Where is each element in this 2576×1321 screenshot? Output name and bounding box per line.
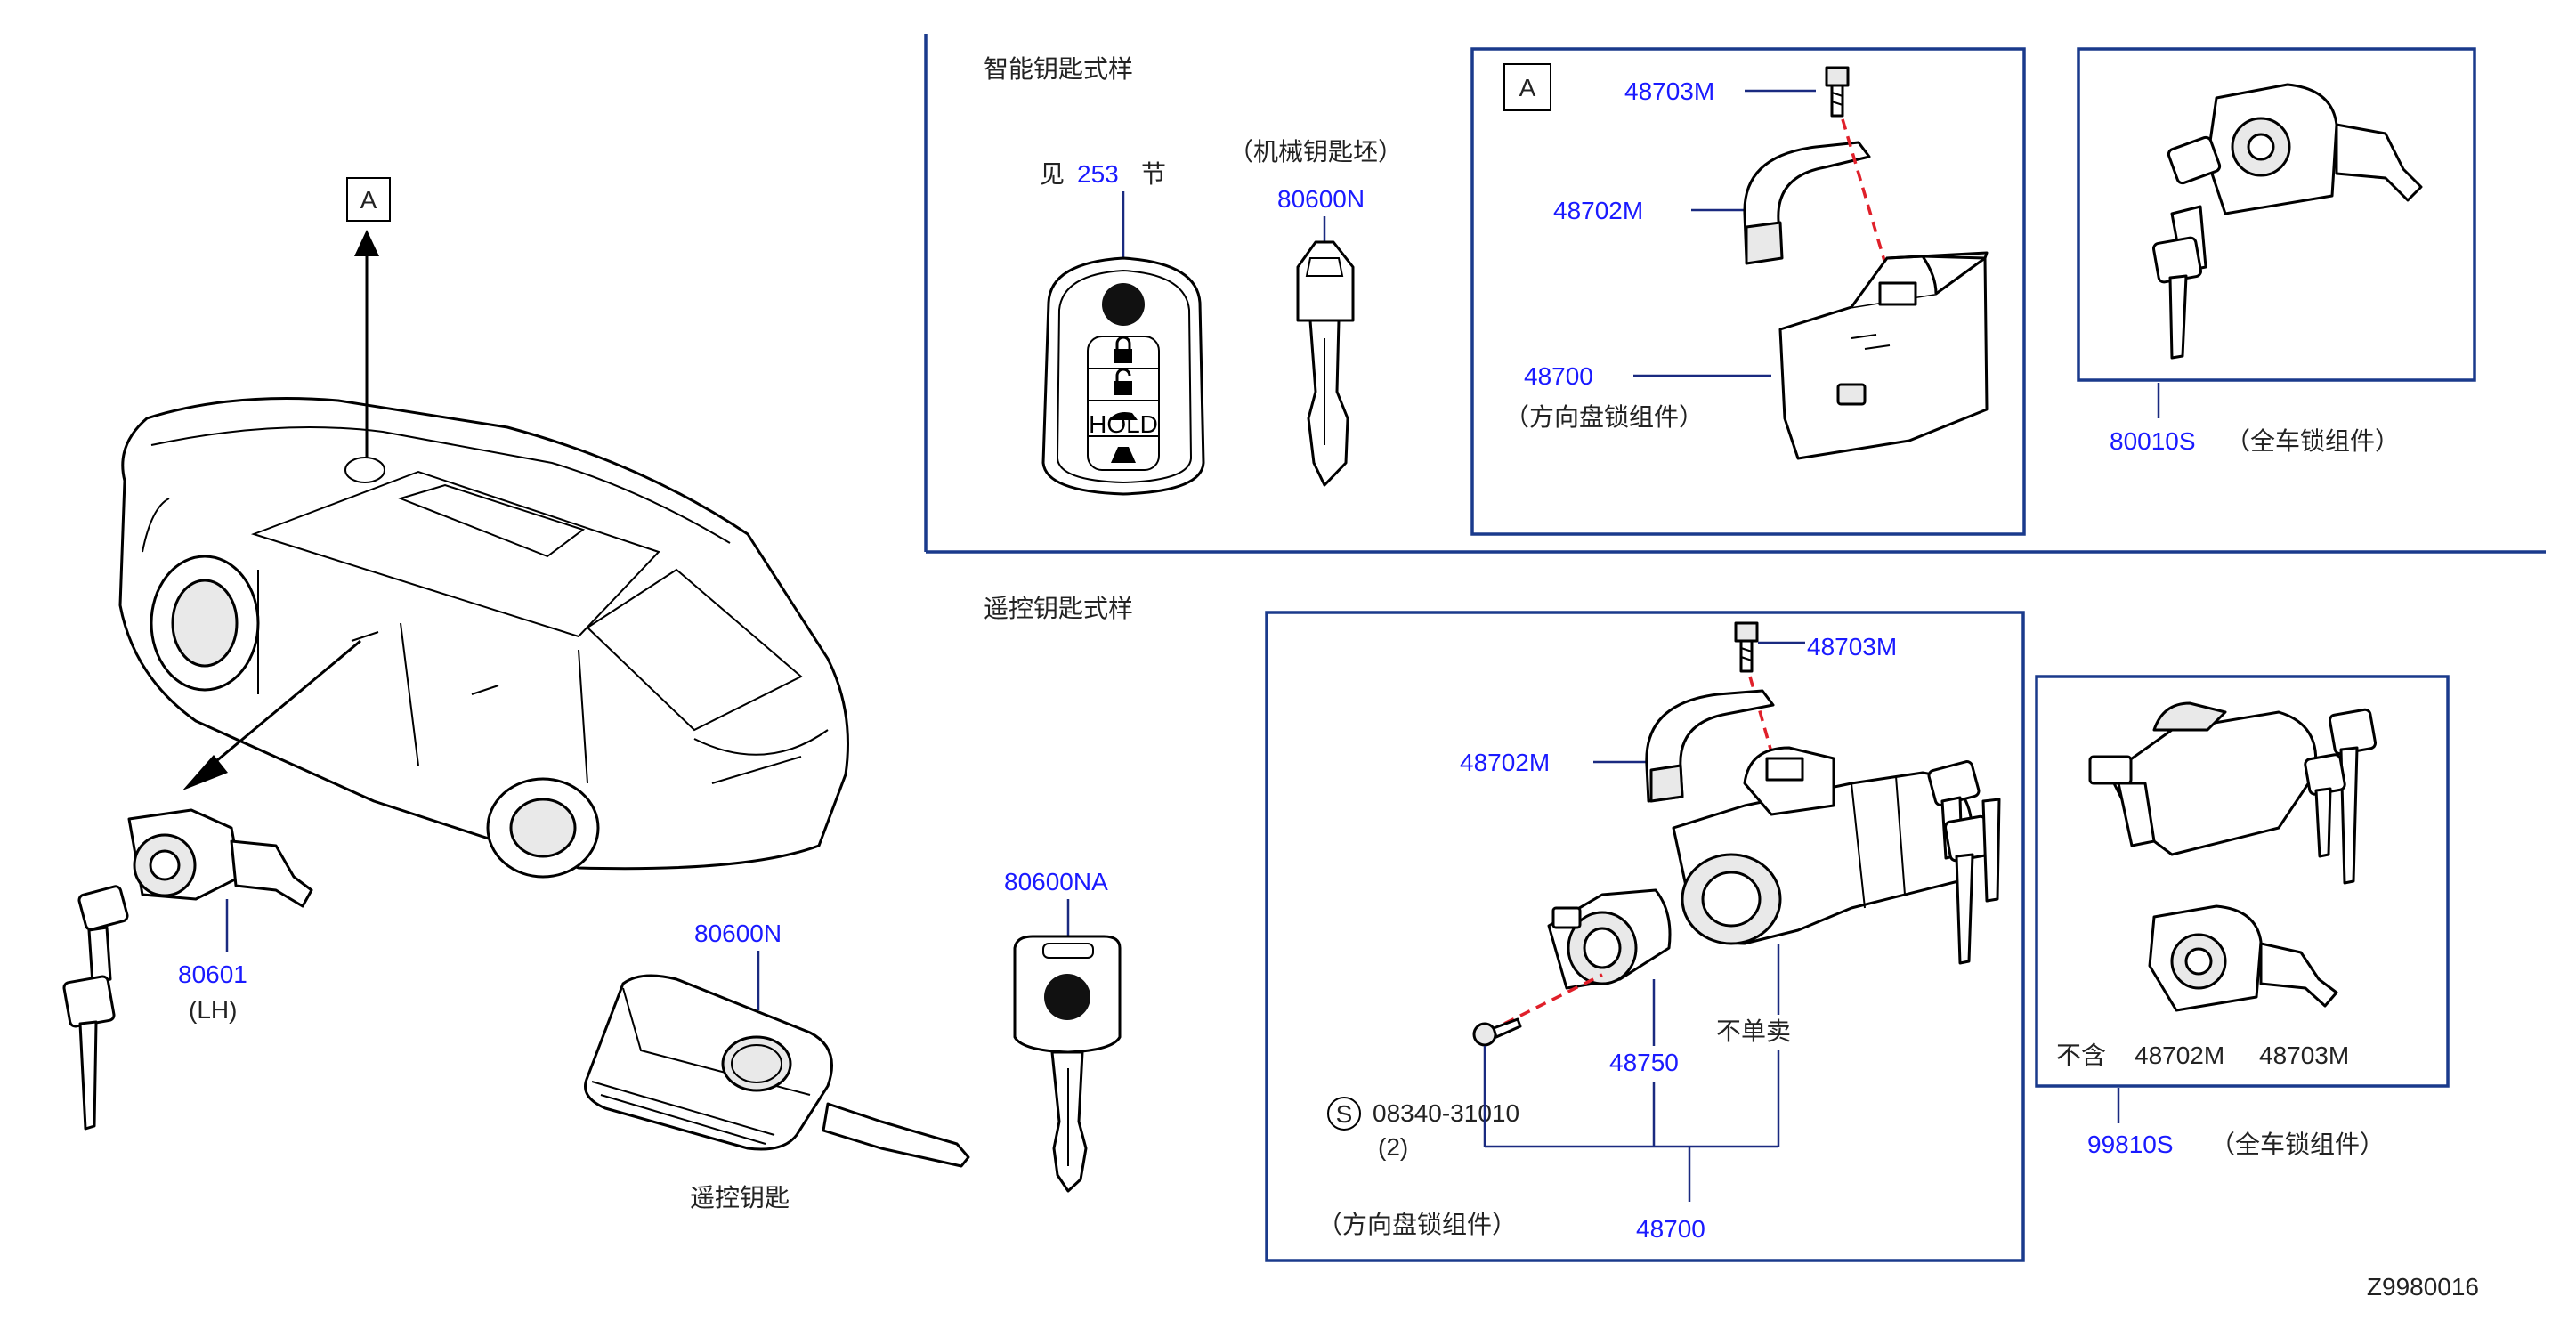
full-lock-set-smart-drawing xyxy=(2151,83,2423,360)
fob-lock-icon xyxy=(1114,336,1132,363)
part-48700-remote[interactable]: 48700 xyxy=(1636,1215,1705,1243)
see-suffix: 节 xyxy=(1141,160,1166,188)
flip-key-name: 遥控钥匙 xyxy=(690,1184,790,1212)
part-80600N-remote[interactable]: 80600N xyxy=(694,920,782,947)
not-sold-separately: 不单卖 xyxy=(1716,1017,1791,1045)
frame-steering-lock-smart xyxy=(1470,47,2026,536)
door-lock-cylinder-lh xyxy=(62,808,313,1131)
part-48702M-remote[interactable]: 48702M xyxy=(1460,749,1550,776)
blank-key-smart xyxy=(1296,240,1355,487)
clamp-bracket-remote xyxy=(1645,689,1775,803)
flip-remote-key xyxy=(584,974,970,1168)
shear-bolt-remote xyxy=(1734,621,1759,673)
see-page-link[interactable]: 253 xyxy=(1077,160,1119,188)
section-dividers xyxy=(924,34,2546,554)
fob-unlock-icon xyxy=(1114,368,1132,395)
fob-logo-icon xyxy=(1102,283,1145,326)
part-80010S[interactable]: 80010S xyxy=(2110,427,2196,455)
frame-a-marker xyxy=(1503,63,1551,111)
steering-lock-body-remote xyxy=(1672,746,2001,965)
bolt-install-path-smart xyxy=(1841,118,1893,286)
part-48702M-smart[interactable]: 48702M xyxy=(1553,197,1643,224)
blank-key-logo-icon xyxy=(1044,974,1090,1020)
frame-steering-lock-remote xyxy=(1265,611,2025,1262)
blank-key-remote xyxy=(1013,935,1122,1193)
full-set-name-remote: （全车锁组件） xyxy=(2210,1131,2385,1158)
frame-full-lock-set-remote xyxy=(2035,675,2450,1088)
lock-name-smart: （方向盘锁组件） xyxy=(1504,403,1704,431)
part-80600N-smart[interactable]: 80600N xyxy=(1277,185,1365,213)
part-80601[interactable]: 80601 xyxy=(178,960,247,988)
shear-screw-remote xyxy=(1472,1017,1522,1047)
excludes-part-48702M[interactable]: 48702M xyxy=(2135,1041,2224,1069)
lock-name-remote: （方向盘锁组件） xyxy=(1317,1211,1517,1238)
callout-arrow-a xyxy=(354,230,379,458)
screw-symbol: S xyxy=(1336,1100,1353,1128)
part-48703M-remote[interactable]: 48703M xyxy=(1807,633,1897,660)
vehicle-drawing xyxy=(118,397,849,879)
see-section-reference[interactable]: 见 253 节 xyxy=(1040,160,1166,258)
part-80600NA[interactable]: 80600NA xyxy=(1004,868,1108,896)
full-set-name-smart: （全车锁组件） xyxy=(2225,427,2400,455)
part-48750[interactable]: 48750 xyxy=(1609,1049,1679,1076)
assembly-bracket-lines xyxy=(1483,944,1780,1202)
screw-reference[interactable]: S 08340-31010 (2) xyxy=(1327,1097,1519,1161)
steering-callout-point xyxy=(344,457,385,483)
callout-arrow-door-lock xyxy=(182,639,361,790)
frame-a-letter: A xyxy=(1519,74,1536,101)
fob-panic-icon xyxy=(1111,447,1136,463)
blank-key-note: （机械钥匙坯） xyxy=(1228,138,1403,166)
steering-lock-body-smart xyxy=(1778,251,1989,460)
part-99810S[interactable]: 99810S xyxy=(2087,1131,2174,1158)
excludes-part-48703M[interactable]: 48703M xyxy=(2259,1041,2349,1069)
callout-a-box[interactable] xyxy=(346,177,391,222)
remote-key-section-title: 遥控钥匙式样 xyxy=(984,595,1133,622)
full-lock-set-remote-drawing xyxy=(2088,701,2378,1012)
clamp-bracket-smart xyxy=(1743,141,1871,265)
screw-symbol-circle xyxy=(1327,1097,1361,1131)
diagram-id: Z9980016 xyxy=(2367,1273,2479,1301)
screw-install-path xyxy=(1503,973,1603,1025)
callout-a-letter: A xyxy=(360,186,377,214)
smart-key-fob: HOLD xyxy=(1041,256,1205,496)
part-08340-31010[interactable]: 08340-31010 xyxy=(1373,1099,1519,1127)
part-48700-smart[interactable]: 48700 xyxy=(1524,362,1593,390)
smart-key-section-title: 智能钥匙式样 xyxy=(984,55,1133,83)
lock-sub-part-48750-drawing xyxy=(1547,888,1672,990)
screw-qty: (2) xyxy=(1378,1133,1408,1161)
door-lock-side: (LH) xyxy=(189,996,237,1024)
shear-bolt-smart xyxy=(1825,66,1850,118)
frame-full-lock-set-smart xyxy=(2077,47,2476,382)
fob-trunk-icon xyxy=(1109,412,1138,420)
see-prefix: 见 xyxy=(1040,160,1065,188)
part-48703M-smart[interactable]: 48703M xyxy=(1624,77,1714,105)
excludes-label: 不含 xyxy=(2056,1041,2106,1069)
fob-hold-text: HOLD xyxy=(1089,410,1158,438)
